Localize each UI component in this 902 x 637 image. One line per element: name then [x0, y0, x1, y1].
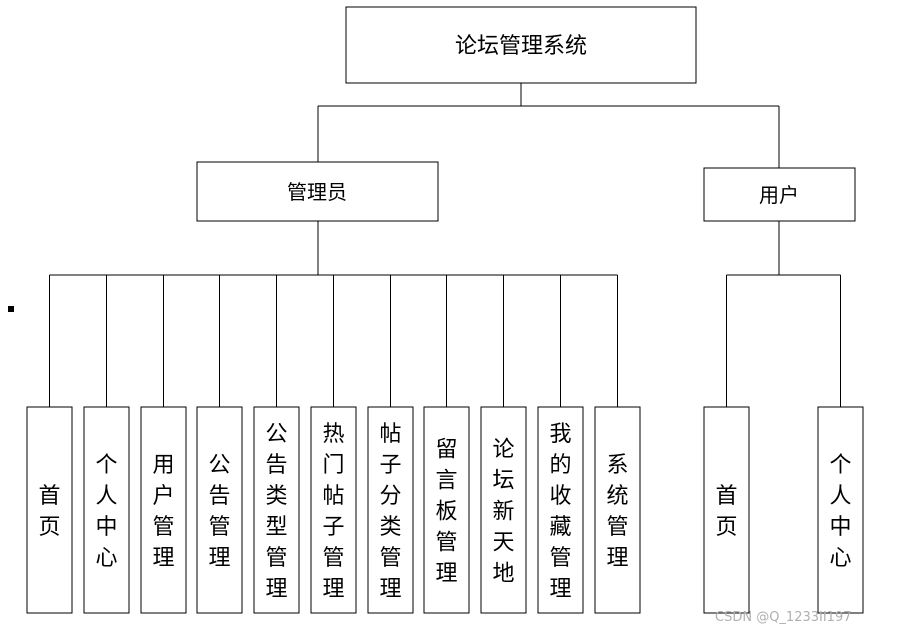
module-label-admin: 我的收藏管理	[549, 422, 571, 602]
module-box-user: 个人中心	[817, 406, 864, 614]
module-box-admin: 热门帖子管理	[310, 406, 357, 614]
module-box-admin: 公告管理	[196, 406, 243, 614]
role-box-user: 用户	[703, 167, 856, 222]
module-label-admin: 论坛新天地	[492, 438, 514, 587]
bullet-marker	[8, 306, 14, 312]
module-label-admin: 留言板管理	[435, 438, 457, 587]
module-box-admin: 我的收藏管理	[537, 406, 584, 614]
module-label-user: 个人中心	[829, 453, 851, 571]
role-label-admin: 管理员	[287, 180, 347, 204]
root-box: 论坛管理系统	[345, 6, 697, 84]
module-boxes: 首页 个人中心 用户管理 公告管理 公告类型管理 热门帖子管理 帖子分类管理 留言板管理 论坛新…	[26, 406, 864, 614]
module-box-admin: 系统管理	[594, 406, 641, 614]
connector-lines	[49, 83, 841, 407]
module-label-admin: 帖子分类管理	[379, 422, 401, 602]
module-label-admin: 公告类型管理	[265, 422, 287, 602]
module-label-admin: 热门帖子管理	[322, 422, 344, 602]
module-box-user: 首页	[703, 406, 750, 614]
module-label-admin: 用户管理	[152, 453, 174, 571]
module-label-user: 首页	[715, 484, 737, 540]
module-box-admin: 帖子分类管理	[367, 406, 414, 614]
role-label-user: 用户	[759, 183, 799, 207]
root-label: 论坛管理系统	[455, 34, 587, 59]
module-label-admin: 个人中心	[95, 453, 117, 571]
module-label-admin: 首页	[38, 484, 60, 540]
module-box-admin: 首页	[26, 406, 73, 614]
module-box-admin: 公告类型管理	[253, 406, 300, 614]
module-label-admin: 公告管理	[208, 453, 230, 571]
module-box-admin: 个人中心	[83, 406, 130, 614]
module-box-admin: 用户管理	[140, 406, 187, 614]
module-box-admin: 留言板管理	[423, 406, 470, 614]
role-box-admin: 管理员	[196, 161, 439, 222]
module-box-admin: 论坛新天地	[480, 406, 527, 614]
watermark: CSDN @Q_1233II197	[715, 610, 852, 625]
module-label-admin: 系统管理	[606, 453, 628, 571]
